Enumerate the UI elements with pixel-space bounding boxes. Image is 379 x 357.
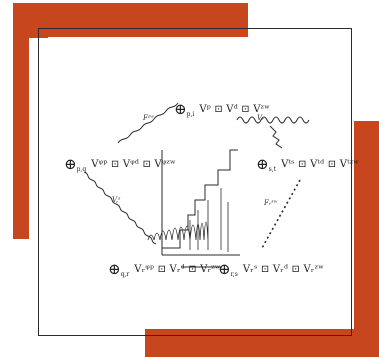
edge-label-top-right-small: Vᵣ (257, 114, 265, 122)
node-left: ⊕p,q Vᵠᵖ ⊡ Vᵠᵈ ⊡ Vᵠᶻʷ (64, 154, 176, 173)
diagram-card (29, 38, 354, 329)
step-curve (162, 149, 238, 249)
oplus-icon: ⊕ (64, 155, 77, 173)
node-right: ⊕s,t Vᵗˢ ⊡ Vᵗᵈ ⊡ Vᵗᶻʷ (256, 154, 359, 173)
wave-top-right (236, 116, 310, 149)
node-right-sub: s,t (268, 166, 276, 174)
node-bottom-left-sub: q,r (120, 271, 130, 279)
edge-right-dashed (261, 179, 301, 249)
node-bottom-left-text: Vᵣᵠᵖ ⊡ Vᵣᵈ ⊡ Vᵣᶻʷ (134, 264, 221, 275)
node-bottom-right-sub: r,s (230, 271, 238, 279)
node-bottom-left: ⊕q,r Vᵣᵠᵖ ⊡ Vᵣᵈ ⊡ Vᵣᶻʷ (108, 259, 221, 278)
node-top-sub: p,i (186, 111, 195, 119)
oplus-icon: ⊕ (174, 100, 187, 118)
node-top: ⊕p,i Vᵖ ⊡ Vᵈ ⊡ Vᶻʷ (174, 99, 270, 118)
spring-left (83, 171, 157, 245)
node-left-sub: p,q (76, 166, 87, 174)
oplus-icon: ⊕ (256, 155, 269, 173)
accent-bar-top (13, 3, 248, 37)
edge-label-top-left: Fᶻʷ (143, 114, 154, 122)
oplus-icon: ⊕ (218, 260, 231, 278)
node-bottom-right: ⊕r,s Vᵣˢ ⊡ Vᵣᵈ ⊡ Vᵣᶻʷ (218, 259, 324, 278)
spring-top-left (117, 102, 179, 144)
edge-label-left-small: V,ᶻ (112, 196, 121, 204)
edge-label-right: Fᵣᶻʷ (264, 199, 278, 207)
node-right-text: Vᵗˢ ⊡ Vᵗᵈ ⊡ Vᵗᶻʷ (281, 159, 360, 170)
oplus-icon: ⊕ (108, 260, 121, 278)
oscillation-trace (147, 188, 229, 252)
node-top-text: Vᵖ ⊡ Vᵈ ⊡ Vᶻʷ (199, 104, 271, 115)
node-left-text: Vᵠᵖ ⊡ Vᵠᵈ ⊡ Vᵠᶻʷ (91, 159, 176, 170)
node-bottom-right-text: Vᵣˢ ⊡ Vᵣᵈ ⊡ Vᵣᶻʷ (242, 264, 325, 275)
diagram-frame (38, 28, 352, 336)
